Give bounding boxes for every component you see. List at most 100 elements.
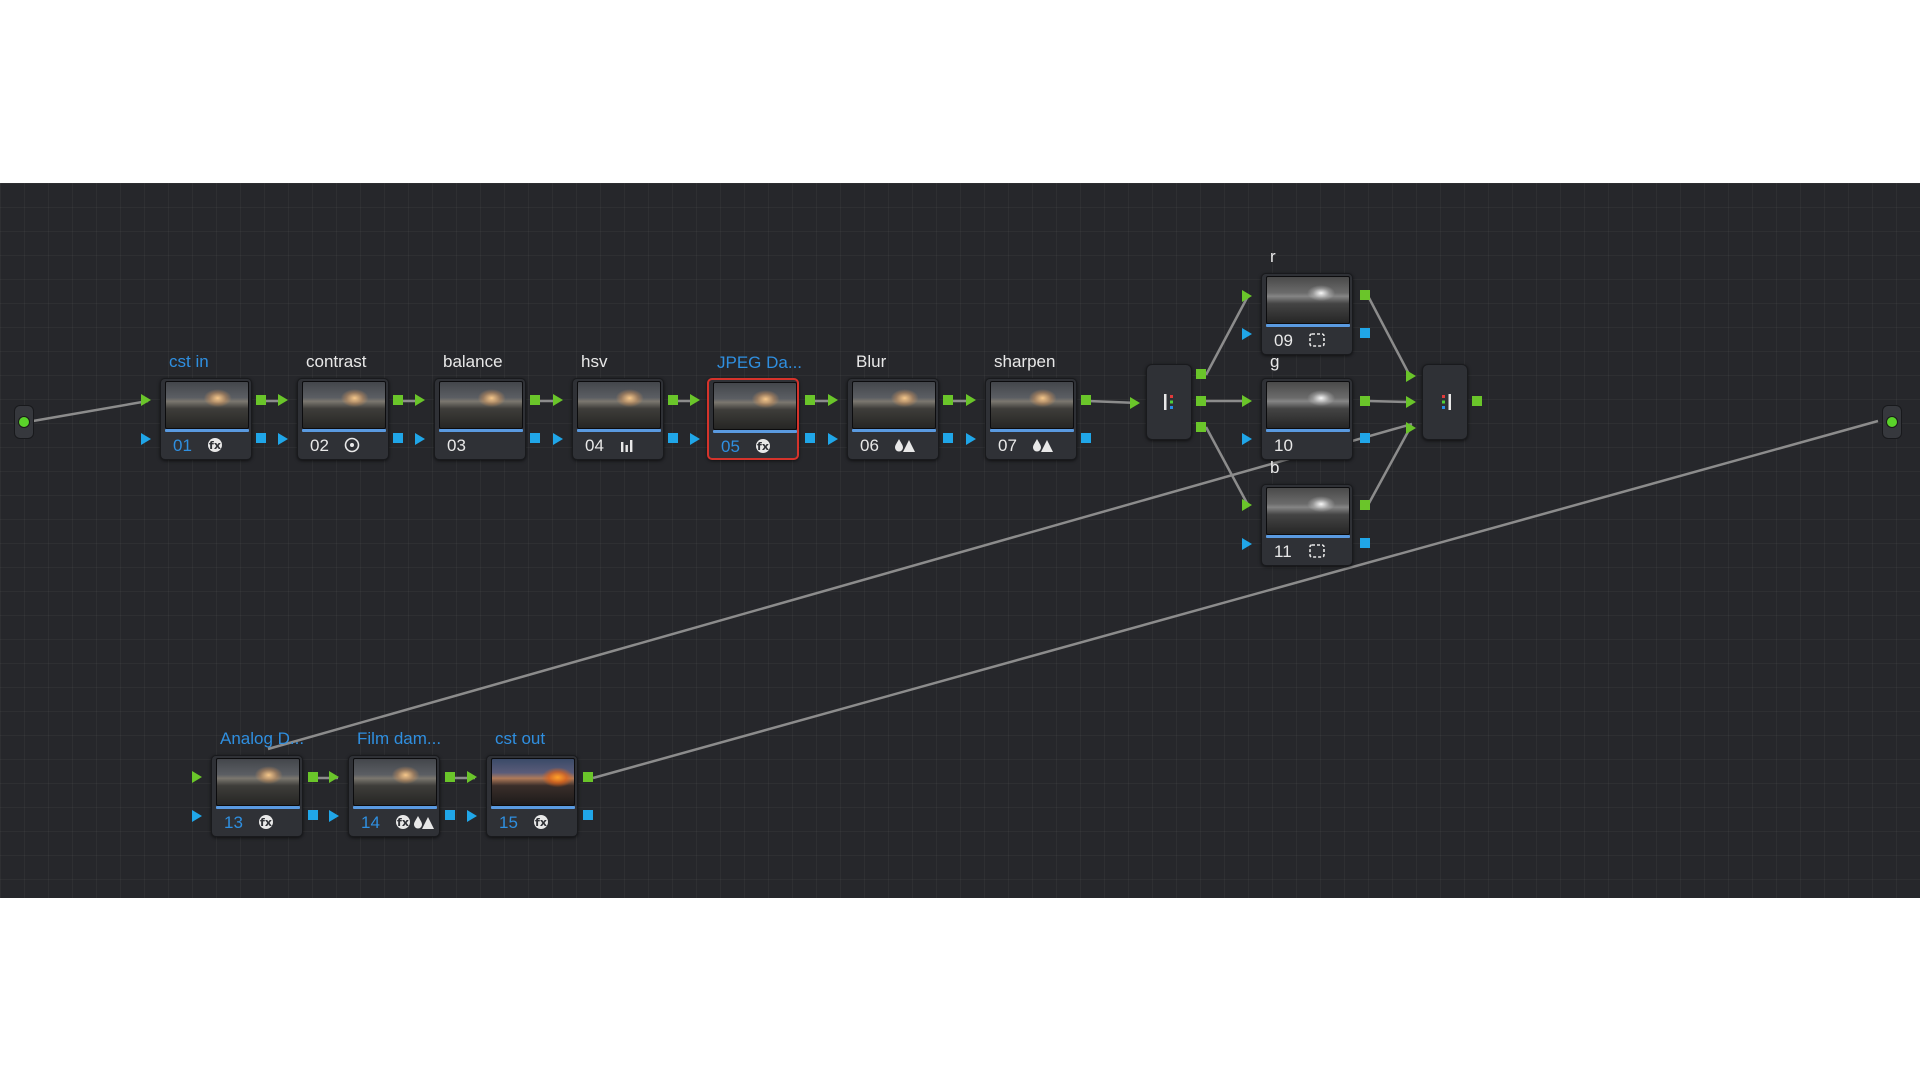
alpha-input-port[interactable] <box>141 433 151 445</box>
node-thumbnail <box>990 381 1074 429</box>
node-04[interactable]: hsv 04 <box>572 352 664 460</box>
combiner-output-port[interactable] <box>1472 396 1482 406</box>
node-10[interactable]: g 10 <box>1261 352 1353 460</box>
alpha-input-port[interactable] <box>415 433 425 445</box>
node-14[interactable]: Film dam... 14 fx <box>348 729 441 837</box>
node-thumbnail <box>439 381 523 429</box>
wire-combiner-13 <box>267 422 1413 751</box>
node-graph-canvas[interactable]: cst in 01 fx contrast 02 balance 03 hsv … <box>0 183 1920 898</box>
alpha-output-port[interactable] <box>530 433 540 443</box>
alpha-input-port[interactable] <box>828 433 838 445</box>
node-09[interactable]: r 09 <box>1261 247 1353 355</box>
wire-source-01 <box>32 399 149 423</box>
splitter-input-port[interactable] <box>1130 397 1140 409</box>
node-15[interactable]: cst out 15 fx <box>486 729 578 837</box>
node-bar <box>491 806 575 809</box>
node-11[interactable]: b 11 <box>1261 458 1353 566</box>
combiner-input-blue[interactable] <box>1406 422 1416 434</box>
combiner-input-red[interactable] <box>1406 370 1416 382</box>
alpha-output-port[interactable] <box>1360 328 1370 338</box>
node-bar <box>353 806 437 809</box>
rgb-output-port[interactable] <box>445 772 455 782</box>
rgb-output-port[interactable] <box>530 395 540 405</box>
node-bar <box>852 429 936 432</box>
node-icons: fx <box>533 812 549 832</box>
alpha-input-port[interactable] <box>690 433 700 445</box>
source-input-dot[interactable] <box>19 417 29 427</box>
alpha-output-port[interactable] <box>1081 433 1091 443</box>
alpha-output-port[interactable] <box>1360 538 1370 548</box>
node-bar <box>165 429 249 432</box>
node-label: Analog D... <box>220 729 305 748</box>
alpha-output-port[interactable] <box>256 433 266 443</box>
alpha-output-port[interactable] <box>393 433 403 443</box>
rgb-output-port[interactable] <box>393 395 403 405</box>
rgb-output-port[interactable] <box>1081 395 1091 405</box>
node-07[interactable]: sharpen 07 <box>985 352 1077 460</box>
rgb-input-port[interactable] <box>690 394 700 406</box>
rgb-input-port[interactable] <box>415 394 425 406</box>
alpha-input-port[interactable] <box>192 810 202 822</box>
combiner-input-green[interactable] <box>1406 396 1416 408</box>
alpha-output-port[interactable] <box>445 810 455 820</box>
alpha-output-port[interactable] <box>805 433 815 443</box>
alpha-input-port[interactable] <box>329 810 339 822</box>
alpha-input-port[interactable] <box>1242 433 1252 445</box>
alpha-output-port[interactable] <box>668 433 678 443</box>
rgb-input-port[interactable] <box>1242 290 1252 302</box>
node-label: r <box>1270 247 1276 266</box>
combiner-node[interactable] <box>1422 364 1468 440</box>
alpha-output-port[interactable] <box>943 433 953 443</box>
rgb-input-port[interactable] <box>966 394 976 406</box>
rgb-output-port[interactable] <box>1360 500 1370 510</box>
alpha-output-port[interactable] <box>308 810 318 820</box>
splitter-output-green[interactable] <box>1196 396 1206 406</box>
node-bar <box>439 429 523 432</box>
output-dot[interactable] <box>1887 417 1897 427</box>
rgb-output-port[interactable] <box>256 395 266 405</box>
rgb-input-port[interactable] <box>192 771 202 783</box>
rgb-output-port[interactable] <box>308 772 318 782</box>
alpha-input-port[interactable] <box>966 433 976 445</box>
rgb-output-port[interactable] <box>1360 290 1370 300</box>
alpha-input-port[interactable] <box>1242 328 1252 340</box>
alpha-input-port[interactable] <box>278 433 288 445</box>
rgb-output-port[interactable] <box>1360 396 1370 406</box>
rgb-output-port[interactable] <box>805 395 815 405</box>
alpha-input-port[interactable] <box>553 433 563 445</box>
rgb-input-port[interactable] <box>1242 499 1252 511</box>
node-label: Blur <box>856 352 887 371</box>
rgb-input-port[interactable] <box>141 394 151 406</box>
node-number: 04 <box>585 436 604 455</box>
node-number: 03 <box>447 436 466 455</box>
alpha-input-port[interactable] <box>1242 538 1252 550</box>
splitter-node[interactable] <box>1146 364 1192 440</box>
node-number: 13 <box>224 813 243 832</box>
node-03[interactable]: balance 03 <box>434 352 526 460</box>
rgb-output-port[interactable] <box>583 772 593 782</box>
alpha-input-port[interactable] <box>467 810 477 822</box>
rgb-input-port[interactable] <box>828 394 838 406</box>
node-06[interactable]: Blur 06 <box>847 352 939 460</box>
node-02[interactable]: contrast 02 <box>297 352 389 460</box>
node-05[interactable]: JPEG Da... 05 fx <box>707 353 802 460</box>
node-13[interactable]: Analog D... 13 fx <box>211 729 304 837</box>
splitter-output-blue[interactable] <box>1196 422 1206 432</box>
node-number: 09 <box>1274 331 1293 350</box>
rgb-input-port[interactable] <box>278 394 288 406</box>
alpha-output-port[interactable] <box>1360 433 1370 443</box>
node-01[interactable]: cst in 01 fx <box>160 352 252 460</box>
splitter-output-red[interactable] <box>1196 369 1206 379</box>
rgb-input-port[interactable] <box>329 771 339 783</box>
alpha-output-port[interactable] <box>583 810 593 820</box>
rgb-output-port[interactable] <box>943 395 953 405</box>
rgb-input-port[interactable] <box>467 771 477 783</box>
rgb-input-port[interactable] <box>1242 395 1252 407</box>
node-label: JPEG Da... <box>717 353 803 372</box>
rgb-input-port[interactable] <box>553 394 563 406</box>
node-thumbnail <box>1266 381 1350 429</box>
output-node[interactable] <box>1882 405 1902 439</box>
node-icons <box>619 435 635 455</box>
rgb-output-port[interactable] <box>668 395 678 405</box>
source-input-node[interactable] <box>14 405 34 439</box>
